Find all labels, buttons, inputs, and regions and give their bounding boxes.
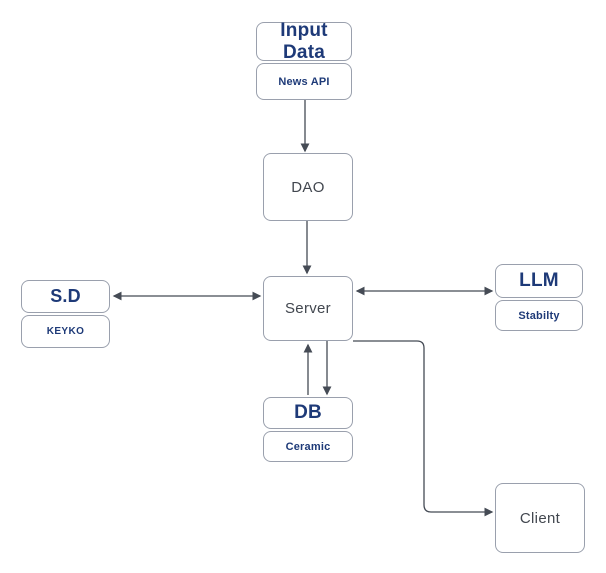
node-llm[interactable]: LLM [495,264,583,298]
node-input-data-label: Input Data [280,19,328,63]
node-server[interactable]: Server [263,276,353,341]
node-sd[interactable]: S.D [21,280,110,313]
node-dao[interactable]: DAO [263,153,353,221]
node-input-data[interactable]: Input Data [256,19,352,63]
node-input-data-subtitle-box[interactable]: News API [256,63,352,100]
node-db-subtitle: Ceramic [285,440,331,453]
node-server-label: Server [285,300,331,317]
node-client[interactable]: Client [495,483,585,553]
node-dao-label: DAO [291,178,325,196]
node-input-data-subtitle: News API [278,75,330,88]
node-sd-subtitle: KEYKO [46,326,85,337]
node-db[interactable]: DB [263,397,353,429]
node-sd-subtitle-box[interactable]: KEYKO [21,315,110,348]
node-db-subtitle-box[interactable]: Ceramic [263,431,353,462]
edge-server-to-client [353,340,494,517]
node-llm-label: LLM [519,270,559,291]
node-sd-label: S.D [50,286,81,306]
node-client-label: Client [519,509,561,527]
node-llm-subtitle: Stabilty [518,309,560,322]
node-db-label: DB [294,402,322,423]
node-llm-subtitle-box[interactable]: Stabilty [495,300,583,331]
